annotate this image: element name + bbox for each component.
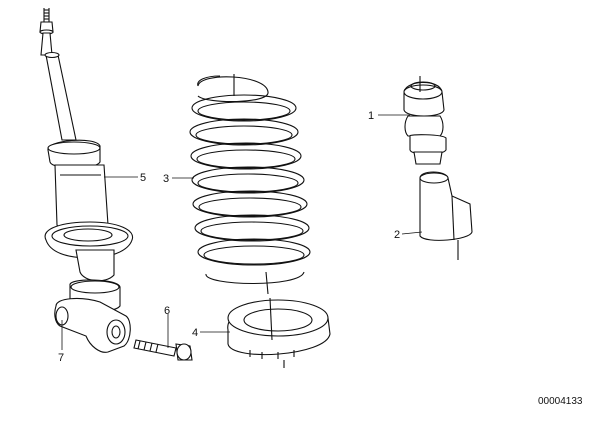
callout-3: 3: [163, 173, 169, 185]
protection-tube[interactable]: [419, 171, 473, 260]
document-number: 00004133: [538, 396, 583, 407]
shock-absorber[interactable]: [39, 8, 134, 353]
callout-4: 4: [192, 327, 198, 339]
coil-spring[interactable]: [189, 74, 311, 295]
callout-5: 5: [140, 172, 146, 184]
bolt[interactable]: [133, 339, 193, 361]
bump-stop[interactable]: [403, 76, 447, 165]
callout-2: 2: [394, 229, 400, 241]
callout-1: 1: [368, 110, 374, 122]
spring-pad[interactable]: [227, 297, 331, 368]
callout-7: 7: [58, 352, 64, 364]
callout-6: 6: [164, 305, 170, 317]
